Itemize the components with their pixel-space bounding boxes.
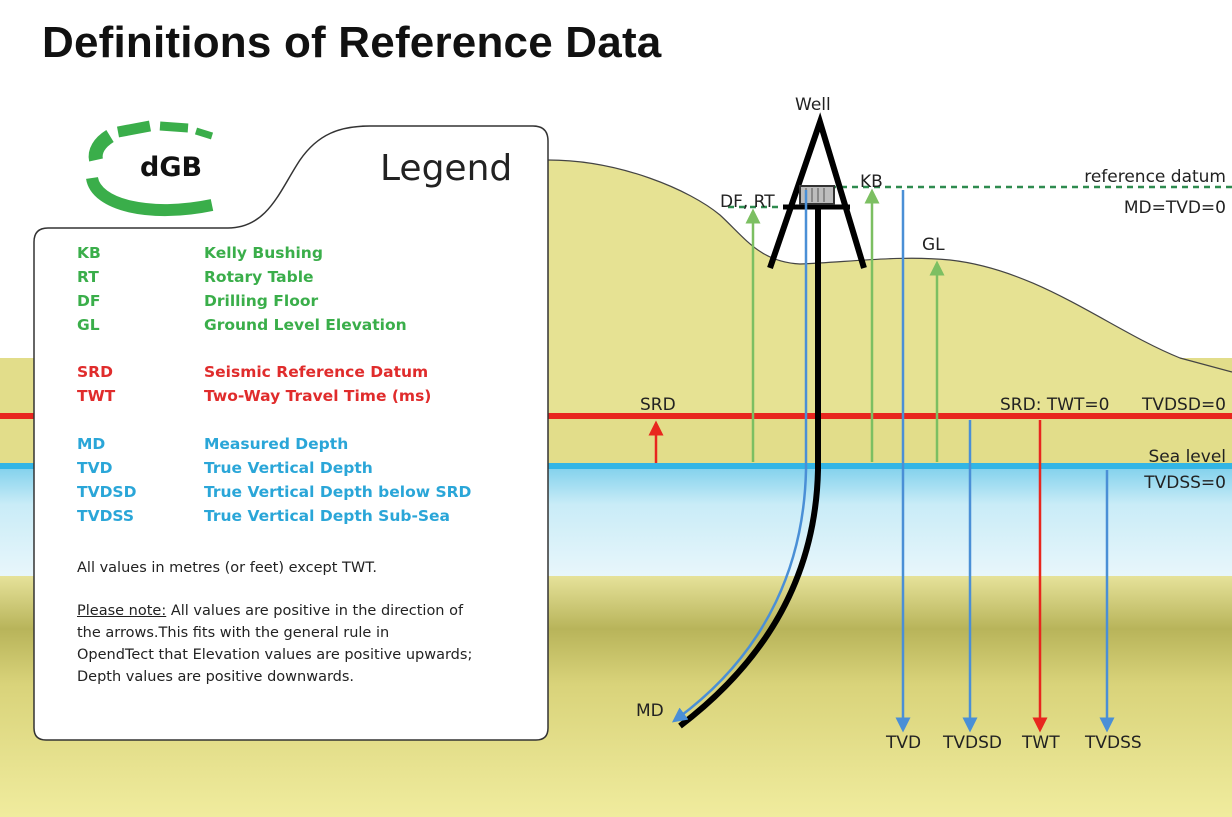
legend-abbr-srd: SRD <box>77 363 113 381</box>
legend-desc-df: Drilling Floor <box>204 292 319 310</box>
please-note-line-4: Depth values are positive downwards. <box>77 669 355 685</box>
please-note-line-3: OpendTect that Elevation values are posi… <box>77 647 473 663</box>
md-arrow <box>671 190 808 723</box>
please-note-line-2: the arrows.This fits with the general ru… <box>77 625 390 641</box>
logo-text: dGB <box>140 152 203 183</box>
kb-label: KB <box>860 172 883 192</box>
legend-desc-gl: Ground Level Elevation <box>204 316 407 334</box>
tvdss-zero-label: TVDSS=0 <box>1143 473 1226 493</box>
legend-desc-rt: Rotary Table <box>204 268 314 286</box>
tvd-label: TVD <box>885 733 921 753</box>
legend-desc-tvdss: True Vertical Depth Sub-Sea <box>204 507 451 525</box>
legend-abbr-kb: KB <box>77 244 101 262</box>
legend-abbr-tvd: TVD <box>77 459 113 477</box>
legend-abbr-rt: RT <box>77 268 99 286</box>
srd-twt-zero-label: SRD: TWT=0 <box>1000 395 1109 415</box>
srd-label: SRD <box>640 395 676 415</box>
legend-abbr-twt: TWT <box>77 387 116 405</box>
legend-desc-twt: Two-Way Travel Time (ms) <box>204 387 432 405</box>
md-tvd-zero-label: MD=TVD=0 <box>1124 198 1226 218</box>
legend-card <box>33 125 549 741</box>
df-rt-label: DF, RT <box>720 192 775 212</box>
legend-desc-tvdsd: True Vertical Depth below SRD <box>204 483 472 501</box>
legend-abbr-df: DF <box>77 292 101 310</box>
legend-abbr-tvdss: TVDSS <box>77 507 135 525</box>
twt-label: TWT <box>1021 733 1060 753</box>
please-note: Please note: All values are positive in … <box>77 600 537 688</box>
dgb-logo-icon <box>86 120 214 216</box>
please-note-label: Please note: <box>77 603 167 619</box>
tvdsd-label: TVDSD <box>942 733 1002 753</box>
gl-label: GL <box>922 235 945 255</box>
legend-desc-tvd: True Vertical Depth <box>204 459 373 477</box>
well-label: Well <box>795 95 831 115</box>
sea-level-label: Sea level <box>1149 447 1227 467</box>
hill-outline <box>547 159 1232 373</box>
tvdsd-zero-label: TVDSD=0 <box>1141 395 1226 415</box>
derrick <box>767 112 867 269</box>
legend-title: Legend <box>380 148 513 189</box>
units-note: All values in metres (or feet) except TW… <box>77 560 377 576</box>
page-title: Definitions of Reference Data <box>42 18 662 67</box>
legend-abbr-md: MD <box>77 435 106 453</box>
please-note-line-1: All values are positive in the direction… <box>166 603 464 619</box>
hill-profile <box>548 160 1232 416</box>
well-bore <box>678 208 821 729</box>
reference-datum-label: reference datum <box>1084 167 1226 187</box>
legend-desc-md: Measured Depth <box>204 435 349 453</box>
md-label: MD <box>636 701 664 721</box>
legend-abbr-gl: GL <box>77 316 100 334</box>
tvdss-label: TVDSS <box>1084 733 1142 753</box>
legend-desc-srd: Seismic Reference Datum <box>204 363 429 381</box>
legend-abbr-tvdsd: TVDSD <box>77 483 137 501</box>
legend-desc-kb: Kelly Bushing <box>204 244 323 262</box>
